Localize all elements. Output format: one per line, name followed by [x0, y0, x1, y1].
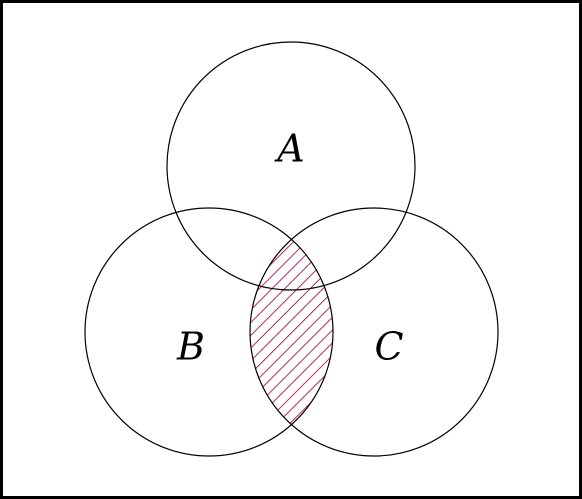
shaded-region-b-and-c — [250, 208, 333, 456]
set-a-label: A — [274, 127, 304, 171]
set-b-label: B — [176, 325, 205, 369]
set-c-circle — [249, 207, 499, 457]
set-a-circle — [166, 41, 416, 291]
set-b-circle — [84, 207, 334, 457]
set-c-label: C — [374, 325, 403, 369]
